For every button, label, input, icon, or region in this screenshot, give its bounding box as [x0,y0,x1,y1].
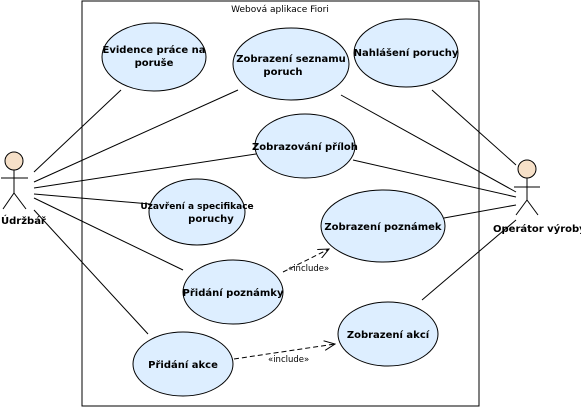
assoc-oper-nahlaseni [431,89,517,166]
assoc-oper-poznamky [443,204,517,219]
use-case-evidence[interactable]: Evidence práce na poruše [101,22,207,92]
include-label-2: «include» [268,355,309,365]
system-title: Webová aplikace Fiori [231,5,329,15]
actor-maintenance-head-icon [4,151,24,171]
actor-operator-label: Operátor výroby [493,223,581,235]
use-case-nahlaseni[interactable]: Nahlášení poruchy [353,18,459,88]
use-case-pridani-akce-line1: Přidání akce [148,359,218,371]
actor-maintenance-label: Údržbář [1,214,46,227]
use-case-evidence-line2: poruše [135,57,174,69]
assoc-maint-seznam [33,89,239,183]
system-boundary [81,0,480,407]
assoc-maint-uzavreni [33,193,151,205]
use-case-uzavreni[interactable]: Uzavření a specifikace poruchy [140,178,254,246]
use-case-akce-line1: Zobrazení akcí [347,329,430,341]
include-arrow-poznamky [282,249,329,273]
actor-maintenance[interactable]: Údržbář [1,151,46,227]
assoc-oper-seznam [340,94,517,193]
assoc-oper-prilohy [352,159,517,198]
maintenance-associations [33,89,257,335]
actor-operator[interactable]: Operátor výroby [493,159,581,235]
use-case-seznam-line1: Zobrazení seznamu [236,53,346,65]
include-dependencies [233,249,335,360]
use-case-poznamky[interactable]: Zobrazení poznámek [320,189,446,263]
use-case-pridani-poznamky-line1: Přidání poznámky [183,287,284,299]
actor-operator-head-icon [517,159,537,179]
assoc-oper-akce [421,219,517,301]
assoc-maint-pridani-akce [33,209,149,335]
include-arrow-akce [233,344,335,360]
use-case-seznam-line2: poruch [263,67,302,78]
use-case-evidence-line1: Evidence práce na [103,44,206,56]
use-case-seznam[interactable]: Zobrazení seznamu poruch [232,27,350,101]
use-case-pridani-akce[interactable]: Přidání akce [132,331,234,397]
use-case-prilohy[interactable]: Zobrazování příloh [252,113,358,179]
use-case-nahlaseni-line1: Nahlášení poruchy [354,47,459,59]
use-case-akce[interactable]: Zobrazení akcí [337,301,439,367]
assoc-maint-pridani-poznamky [33,197,184,271]
include-label-1: «include» [288,264,329,274]
use-case-prilohy-line1: Zobrazování příloh [252,141,358,153]
use-case-uzavreni-line2: poruchy [188,214,234,225]
use-case-pridani-poznamky[interactable]: Přidání poznámky [182,259,284,325]
operator-associations [340,89,517,301]
use-case-poznamky-line1: Zobrazení poznámek [324,221,442,233]
assoc-maint-evidence [33,89,122,173]
assoc-maint-prilohy [33,153,257,189]
use-case-uzavreni-line1: Uzavření a specifikace [140,202,253,212]
